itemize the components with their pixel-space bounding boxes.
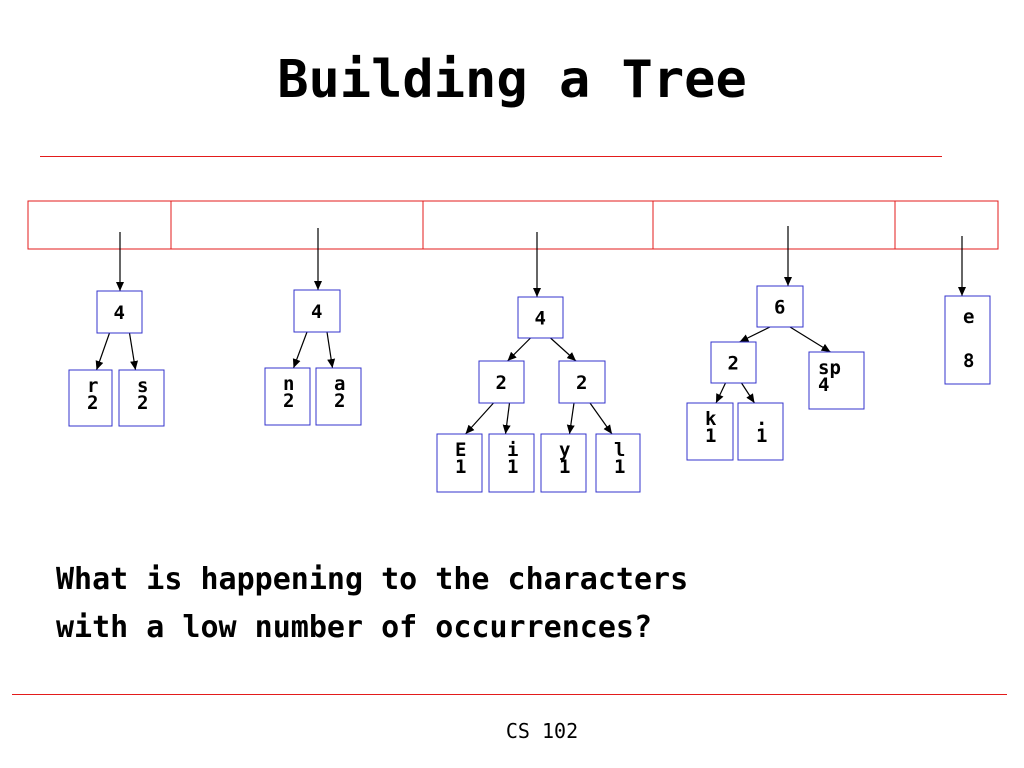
tree-3-root-node-box bbox=[517, 296, 564, 339]
edge-arrow bbox=[740, 382, 756, 404]
tree-3-leaf-1-2-node-label-2: 1 bbox=[507, 456, 518, 478]
edge-arrow bbox=[128, 332, 139, 371]
edge-arrow bbox=[95, 332, 111, 371]
tree-1-child-1-node: r2 bbox=[68, 369, 113, 427]
question-line-2: with a low number of occurrences? bbox=[56, 610, 653, 645]
tree-edges bbox=[95, 226, 966, 435]
tree-3-leaf-2-2-node-box bbox=[595, 433, 641, 493]
tree-3-leaf-2-2-node-label-1: l bbox=[614, 439, 625, 461]
tree-3-leaf-1-2-node: i1 bbox=[488, 433, 535, 493]
tree-4-child-2-node-label-1: sp bbox=[818, 357, 841, 379]
tree-4-leaf-1-1-node-box bbox=[686, 402, 734, 461]
tree-1-child-1-node-label-1: r bbox=[87, 375, 98, 397]
tree-1-child-2-node: s2 bbox=[118, 369, 165, 427]
tree-5-root-node-label-1: e bbox=[963, 306, 974, 328]
tree-5-root-node-label-2: 8 bbox=[963, 350, 974, 372]
tree-3-leaf-1-1-node-label-2: 1 bbox=[455, 456, 466, 478]
queue-array bbox=[27, 200, 999, 250]
tree-3-leaf-2-1-node: y1 bbox=[540, 433, 587, 493]
tree-3-child-1-node-box bbox=[478, 360, 525, 404]
tree-1-child-1-node-label-2: 2 bbox=[87, 392, 98, 414]
tree-2-child-2-node-label-1: a bbox=[334, 373, 345, 395]
tree-3-leaf-1-1-node-label-1: E bbox=[455, 439, 466, 461]
slide-footer: CS 102 bbox=[505, 719, 579, 743]
tree-3-leaf-1-2-node-label-1: i bbox=[507, 439, 518, 461]
edge-arrow bbox=[739, 326, 771, 343]
title-divider bbox=[40, 156, 942, 157]
edge-arrow bbox=[326, 331, 336, 369]
tree-3-child-1-node-label-1: 2 bbox=[496, 372, 507, 394]
tree-4-leaf-1-2-node-label-1: . bbox=[756, 408, 767, 430]
tree-1-root-node-label-1: 4 bbox=[114, 302, 125, 324]
tree-3-child-1-node: 2 bbox=[478, 360, 525, 404]
tree-3-leaf-1-1-node: E1 bbox=[436, 433, 483, 493]
question-text: What is happening to the characters with… bbox=[56, 556, 956, 652]
tree-2-child-1-node-label-2: 2 bbox=[283, 390, 294, 412]
tree-4-root-node-box bbox=[756, 285, 804, 328]
tree-3-child-2-node: 2 bbox=[558, 360, 606, 404]
footer-divider bbox=[12, 694, 1007, 695]
tree-4-leaf-1-1-node: k1 bbox=[686, 402, 734, 461]
tree-3-leaf-1-1-node-box bbox=[436, 433, 483, 493]
tree-4-root-node-label-1: 6 bbox=[774, 297, 785, 319]
tree-4-leaf-1-2-node: .1 bbox=[737, 402, 784, 461]
tree-1-root-node: 4 bbox=[96, 290, 143, 334]
edge-arrow bbox=[550, 337, 577, 362]
tree-2-child-2-node: a2 bbox=[315, 367, 362, 426]
edge-arrow bbox=[507, 337, 531, 362]
tree-4-child-2-node-label-2: 4 bbox=[818, 374, 829, 396]
tree-3-leaf-1-2-node-box bbox=[488, 433, 535, 493]
tree-4-root-node: 6 bbox=[756, 285, 804, 328]
tree-3-leaf-2-1-node-label-1: y bbox=[559, 439, 570, 461]
tree-2-child-2-node-box bbox=[315, 367, 362, 426]
tree-2-child-1-node: n2 bbox=[264, 367, 311, 426]
tree-2-root-node: 4 bbox=[293, 289, 341, 333]
queue-array-frame bbox=[27, 200, 999, 250]
edge-arrow bbox=[789, 326, 831, 353]
edge-arrow bbox=[566, 402, 575, 435]
edge-arrow bbox=[589, 402, 613, 435]
tree-1-child-1-node-box bbox=[68, 369, 113, 427]
edge-arrow bbox=[502, 402, 511, 435]
tree-2-child-1-node-box bbox=[264, 367, 311, 426]
tree-4-child-1-node-box bbox=[710, 341, 757, 384]
tree-2-root-node-label-1: 4 bbox=[311, 301, 322, 323]
tree-4-leaf-1-2-node-label-2: 1 bbox=[756, 425, 767, 447]
edge-arrow bbox=[715, 382, 727, 404]
tree-3-leaf-2-2-node-label-2: 1 bbox=[614, 456, 625, 478]
tree-5-root-node-box bbox=[944, 295, 991, 385]
tree-4-child-1-node-label-1: 2 bbox=[728, 353, 739, 375]
tree-3-root-node: 4 bbox=[517, 296, 564, 339]
tree-2-child-2-node-label-2: 2 bbox=[334, 390, 345, 412]
tree-4-leaf-1-1-node-label-1: k bbox=[705, 408, 717, 430]
tree-3-root-node-label-1: 4 bbox=[535, 308, 546, 330]
tree-2-root-node-box bbox=[293, 289, 341, 333]
tree-4-leaf-1-1-node-label-2: 1 bbox=[705, 425, 716, 447]
tree-1-child-2-node-box bbox=[118, 369, 165, 427]
question-line-1: What is happening to the characters bbox=[56, 562, 689, 597]
tree-1-child-2-node-label-1: s bbox=[137, 375, 148, 397]
tree-2-child-1-node-label-1: n bbox=[283, 373, 294, 395]
tree-3-child-2-node-box bbox=[558, 360, 606, 404]
tree-5-root-node: e8 bbox=[944, 295, 991, 385]
tree-4-leaf-1-2-node-box bbox=[737, 402, 784, 461]
tree-4-child-2-node: sp4 bbox=[808, 351, 865, 410]
tree-3-leaf-2-2-node: l1 bbox=[595, 433, 641, 493]
tree-4-child-2-node-box bbox=[808, 351, 865, 410]
tree-1-child-2-node-label-2: 2 bbox=[137, 392, 148, 414]
tree-3-leaf-2-1-node-label-2: 1 bbox=[559, 456, 570, 478]
tree-3-leaf-2-1-node-box bbox=[540, 433, 587, 493]
slide-title: Building a Tree bbox=[277, 50, 747, 110]
tree-3-child-2-node-label-1: 2 bbox=[576, 372, 587, 394]
edge-arrow bbox=[292, 331, 308, 369]
tree-1-root-node-box bbox=[96, 290, 143, 334]
edge-arrow bbox=[465, 402, 494, 435]
tree-4-child-1-node: 2 bbox=[710, 341, 757, 384]
